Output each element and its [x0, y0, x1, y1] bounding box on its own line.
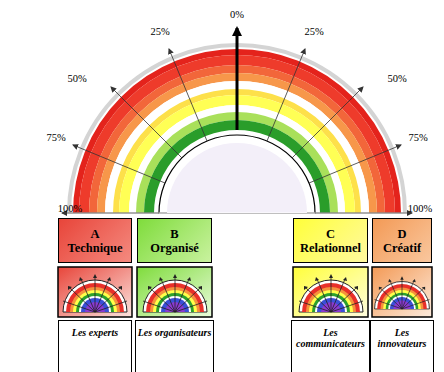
category-box: DCréatif [372, 218, 432, 263]
category-letter: B [170, 227, 178, 241]
profile-box: Les communicateurs [291, 320, 370, 372]
percent-label: 75% [46, 132, 65, 143]
category-letter: C [326, 227, 335, 241]
category-name: Relationnel [300, 241, 361, 255]
percent-label: 25% [150, 26, 169, 37]
category-box: CRelationnel [293, 218, 368, 263]
category-name: Créatif [383, 241, 421, 255]
percent-label: 100% [58, 203, 83, 214]
category-letter: D [397, 227, 406, 241]
percent-label: 25% [304, 26, 323, 37]
percent-label: 100% [408, 203, 433, 214]
profile-name: Les innovateurs [371, 327, 433, 349]
profile-name: Les organisateurs [138, 327, 212, 338]
profile-box: Les experts [58, 320, 132, 372]
percent-label: 50% [387, 73, 406, 84]
percent-label: 50% [67, 73, 86, 84]
category-name: Technique [67, 241, 122, 255]
category-letter: A [90, 227, 99, 241]
percent-label: 75% [408, 132, 427, 143]
category-box: ATechnique [58, 218, 132, 263]
profile-name: Les communicateurs [292, 327, 369, 349]
profile-box: Les innovateurs [370, 320, 434, 372]
category-name: Organisé [150, 241, 199, 255]
profile-name: Les experts [72, 327, 118, 338]
category-box: BOrganisé [137, 218, 212, 263]
percent-label: 0% [230, 9, 244, 20]
profile-box: Les organisateurs [135, 320, 214, 372]
